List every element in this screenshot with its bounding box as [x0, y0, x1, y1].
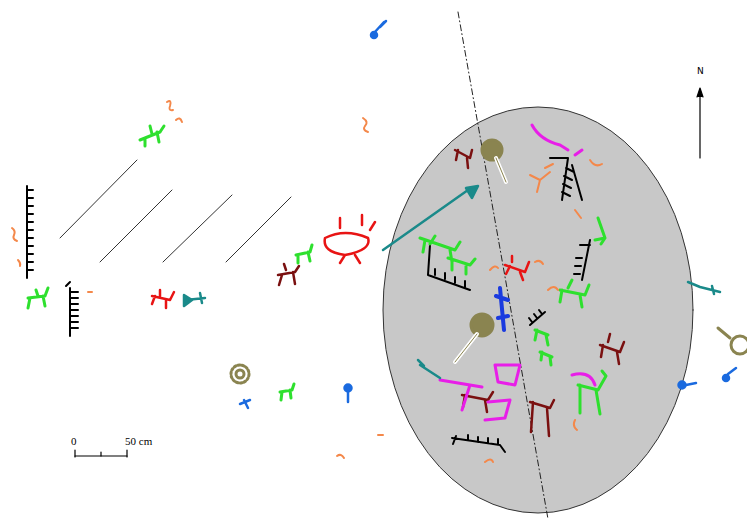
north-label: N: [697, 67, 704, 77]
orange-marks: [12, 101, 602, 462]
comb-figures: [27, 158, 590, 452]
scale-bar: [75, 450, 127, 457]
scale-length: 50 cm: [125, 435, 152, 447]
diagonal-lines: [60, 160, 291, 262]
engraved-surface: [383, 107, 693, 513]
north-arrow: [697, 88, 703, 158]
magenta-figures: [440, 125, 595, 420]
blue-figures: [240, 21, 736, 408]
olive-figures: [231, 140, 747, 383]
teal-figures: [184, 186, 720, 378]
scale-number: 0: [71, 435, 77, 447]
green-figures: [28, 126, 606, 414]
dark-red-figures: [278, 150, 624, 436]
red-figures: [152, 215, 529, 308]
